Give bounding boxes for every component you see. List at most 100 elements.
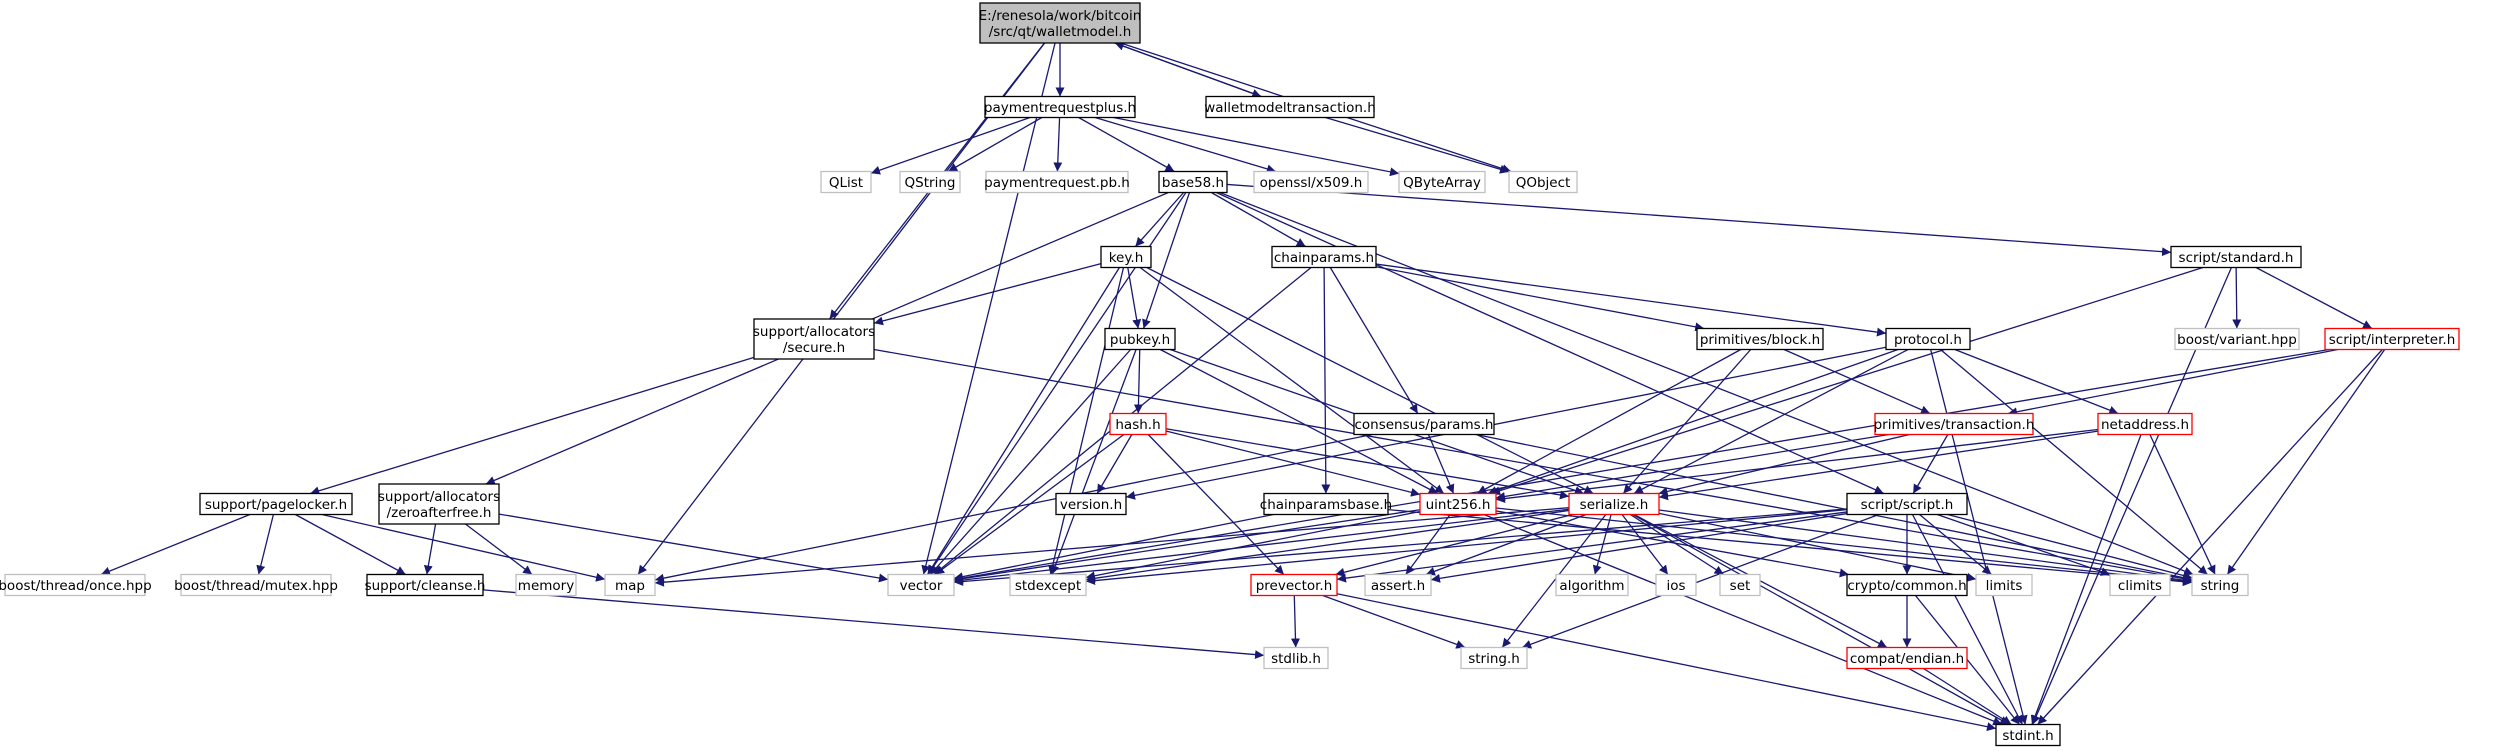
- node-box: [1109, 412, 1167, 436]
- edge-base58-to-scriptscript: [1216, 191, 1884, 495]
- edge-paymentrequestplus-to-base58: [1078, 116, 1175, 173]
- edge-base58-to-pubkey: [1142, 192, 1191, 329]
- node-label: version.h: [1060, 497, 1122, 513]
- node-label: stdint.h: [2002, 728, 2053, 744]
- node-box: [1508, 170, 1578, 194]
- node-secure[interactable]: support/allocators/secure.h: [753, 318, 875, 360]
- node-chainparamsbase[interactable]: chainparamsbase.h: [1260, 492, 1392, 516]
- node-label: netaddress.h: [2101, 417, 2189, 433]
- node-box: [1271, 245, 1377, 269]
- edge-base58-to-key: [1134, 192, 1185, 247]
- node-version[interactable]: version.h: [1055, 492, 1127, 516]
- node-box: [1398, 170, 1486, 194]
- node-pagelocker[interactable]: support/pagelocker.h: [199, 492, 353, 516]
- node-primitivesblock[interactable]: primitives/block.h: [1696, 327, 1824, 351]
- node-box: [1250, 573, 1338, 597]
- node-label: openssl/x509.h: [1260, 175, 1363, 191]
- node-serialize[interactable]: serialize.h: [1568, 492, 1660, 516]
- edge-pagelocker-to-cleanse: [295, 513, 406, 576]
- node-label: ios: [1666, 578, 1685, 594]
- node-box: [1253, 170, 1369, 194]
- edge-chainparams-to-consensusparams: [1329, 267, 1419, 414]
- node-compatendian[interactable]: compat/endian.h: [1846, 646, 1968, 670]
- node-box: [1655, 573, 1697, 597]
- edge-serialize-to-stdexcept: [1085, 509, 1570, 583]
- node-label: string.h: [1468, 651, 1520, 667]
- node-scriptstandard[interactable]: script/standard.h: [2170, 245, 2302, 269]
- node-QString: QString: [899, 170, 961, 194]
- node-box: [1205, 95, 1375, 119]
- node-QList: QList: [820, 170, 872, 194]
- node-uint256[interactable]: uint256.h: [1419, 492, 1497, 516]
- edge-pagelocker-to-map: [321, 513, 606, 582]
- node-box: [180, 573, 332, 597]
- node-stdint[interactable]: stdint.h: [1995, 723, 2061, 747]
- node-label: chainparams.h: [1274, 250, 1374, 266]
- edge-cleanse-to-stdlib: [482, 589, 1265, 660]
- node-key[interactable]: key.h: [1100, 245, 1152, 269]
- node-box: [820, 170, 872, 194]
- node-root[interactable]: E:/renesola/work/bitcoin/src/qt/walletmo…: [979, 2, 1142, 44]
- node-prevector[interactable]: prevector.h: [1250, 573, 1338, 597]
- node-box: [1885, 327, 1971, 351]
- node-label: E:/renesola/work/bitcoin: [979, 8, 1142, 24]
- node-label: primitives/transaction.h: [1874, 417, 2035, 433]
- node-label: hash.h: [1115, 417, 1160, 433]
- node-label: QByteArray: [1403, 175, 1481, 191]
- node-boostvariant: boost/variant.hpp: [2174, 327, 2300, 351]
- node-memory: memory: [515, 573, 577, 597]
- node-scriptscript[interactable]: script/script.h: [1846, 492, 1968, 516]
- node-label: key.h: [1109, 250, 1144, 266]
- edge-paymentrequestplus-to-QString: [947, 116, 1043, 173]
- node-paymentrequestplus[interactable]: paymentrequestplus.h: [984, 95, 1136, 119]
- edge-hash-to-uint256: [1165, 430, 1421, 497]
- edge-key-to-secure: [873, 262, 1102, 326]
- node-interpreter[interactable]: script/interpreter.h: [2324, 327, 2460, 351]
- node-netaddress[interactable]: netaddress.h: [2097, 412, 2193, 436]
- node-label: stdexcept: [1015, 578, 1081, 594]
- node-boostmutex: boost/thread/mutex.hpp: [174, 573, 338, 597]
- edge-prevector-to-stringh: [1322, 594, 1466, 649]
- node-label: primitives/block.h: [1700, 332, 1820, 348]
- node-box: [753, 318, 875, 360]
- edge-base58-to-chainparams: [1211, 191, 1306, 248]
- node-stringh: string.h: [1460, 646, 1528, 670]
- edge-pagelocker-to-boostmutex: [256, 514, 275, 575]
- node-label: uint256.h: [1426, 497, 1491, 513]
- edge-uint256-to-string: [1495, 507, 2193, 586]
- node-consensusparams[interactable]: consensus/params.h: [1353, 412, 1495, 436]
- edge-scriptscript-to-vector: [953, 508, 1848, 587]
- node-opensslx509: openssl/x509.h: [1253, 170, 1369, 194]
- node-box: [1353, 412, 1495, 436]
- edge-paymentrequestplus-to-QByteArray: [1113, 116, 1400, 177]
- node-pubkey[interactable]: pubkey.h: [1104, 327, 1176, 351]
- node-chainparams[interactable]: chainparams.h: [1271, 245, 1377, 269]
- node-label: script/interpreter.h: [2329, 332, 2456, 348]
- node-label: paymentrequestplus.h: [984, 100, 1136, 116]
- node-protocol[interactable]: protocol.h: [1885, 327, 1971, 351]
- edge-protocol-to-uint256: [1487, 348, 1899, 495]
- edge-zeroafterfree-to-cleanse: [423, 523, 437, 575]
- node-box: [1555, 573, 1629, 597]
- node-box: [2109, 573, 2171, 597]
- node-base58[interactable]: base58.h: [1158, 170, 1228, 194]
- node-box: [1460, 646, 1528, 670]
- edge-chainparams-to-primitivesblock: [1375, 266, 1705, 332]
- node-cryptocommon[interactable]: crypto/common.h: [1846, 573, 1968, 597]
- node-zeroafterfree[interactable]: support/allocators/zeroafterfree.h: [378, 483, 500, 525]
- node-label: limits: [1986, 578, 2023, 594]
- edge-serialize-to-stdint: [1632, 513, 2010, 726]
- edge-primitivestx-to-scriptscript: [1912, 434, 1949, 494]
- edge-scriptstandard-to-boostvariant: [2232, 267, 2242, 329]
- edge-uint256-to-cryptocommon: [1495, 510, 1849, 578]
- node-primitivestx[interactable]: primitives/transaction.h: [1874, 412, 2035, 436]
- edge-protocol-to-serialize: [1633, 348, 1909, 495]
- node-ios: ios: [1655, 573, 1697, 597]
- node-cleanse[interactable]: support/cleanse.h: [365, 573, 486, 597]
- node-label: walletmodeltransaction.h: [1204, 100, 1376, 116]
- node-hash[interactable]: hash.h: [1109, 412, 1167, 436]
- node-walletmodeltransaction[interactable]: walletmodeltransaction.h: [1204, 95, 1376, 119]
- edge-hash-to-prevector: [1147, 434, 1285, 575]
- node-box: [1100, 245, 1152, 269]
